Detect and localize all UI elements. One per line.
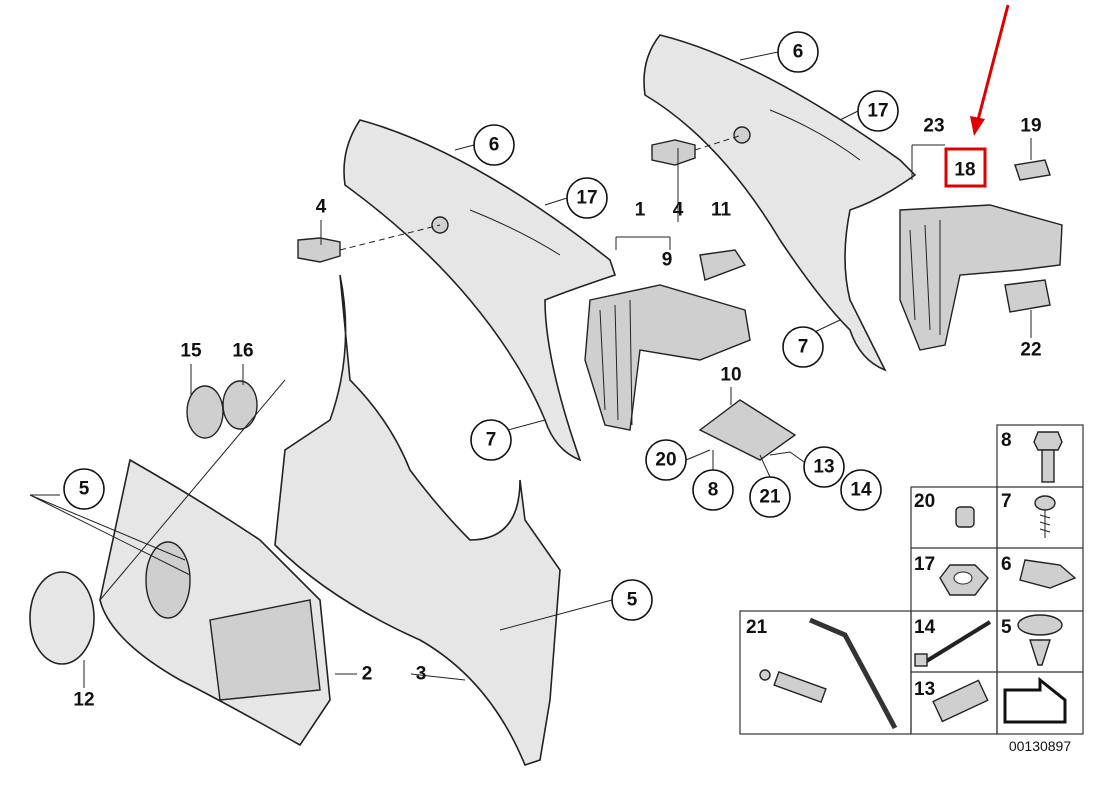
label-22: 22 [1020,340,1041,361]
callout-21: 21 [749,476,791,518]
label-12: 12 [73,690,94,711]
svg-text:6: 6 [1001,554,1012,575]
svg-text:5: 5 [79,479,90,500]
callout-20: 20 [645,439,687,481]
svg-text:21: 21 [759,487,781,508]
label-4-left: 4 [316,197,327,218]
svg-text:5: 5 [1001,617,1012,638]
svg-text:13: 13 [813,457,834,478]
callout-14: 14 [840,469,882,511]
diagram-id: 00130897 [1009,738,1072,754]
svg-text:18: 18 [954,160,975,181]
nut-icon [939,564,989,596]
label-10: 10 [720,365,741,386]
label-4-right: 4 [673,200,684,221]
label-11: 11 [711,200,732,221]
callout-7-right: 7 [782,326,824,368]
svg-text:17: 17 [576,188,597,209]
hardware-grid: 8 20 7 17 6 21 14 5 13 [739,424,1084,735]
label-23: 23 [923,116,944,137]
trim-panel-right [643,34,1063,372]
callout-17-right: 17 [857,90,899,132]
small-parts [29,134,1051,665]
spring-icon [759,669,827,704]
svg-text:7: 7 [798,337,809,358]
svg-text:17: 17 [914,554,935,575]
svg-text:5: 5 [627,590,638,611]
svg-text:20: 20 [655,450,676,471]
screw-icon [1034,495,1056,538]
label-9: 9 [662,250,673,271]
svg-text:17: 17 [867,101,888,122]
red-arrow-icon [970,4,1010,136]
svg-text:13: 13 [914,679,935,700]
callout-5-left: 5 [63,468,105,510]
callout-6-left: 6 [473,124,515,166]
svg-text:6: 6 [793,42,804,63]
side-panel-3 [274,274,561,766]
cap-icon [955,506,975,528]
label-2: 2 [362,664,373,685]
highlighted-label-18: 18 [944,147,987,188]
label-3: 3 [416,664,427,685]
arrow-box-icon [1003,676,1067,724]
callout-17-left: 17 [566,177,608,219]
callout-5-center: 5 [611,579,653,621]
label-19: 19 [1020,116,1041,137]
svg-text:8: 8 [708,480,719,501]
callout-6-right: 6 [777,31,819,73]
label-1: 1 [635,200,646,221]
callout-8: 8 [692,469,734,511]
bolt-icon [1033,431,1063,483]
svg-text:14: 14 [850,480,872,501]
callout-13: 13 [803,446,845,488]
label-15: 15 [180,341,202,362]
rod-icon [809,617,898,730]
spring-13-icon [932,679,989,723]
callout-7-left: 7 [470,419,512,461]
svg-text:14: 14 [914,617,936,638]
clip-icon [1019,559,1077,589]
svg-text:7: 7 [486,430,497,451]
pin-icon [914,620,992,667]
svg-text:6: 6 [489,135,500,156]
svg-text:7: 7 [1001,491,1012,512]
svg-text:20: 20 [914,491,935,512]
label-16: 16 [232,341,253,362]
svg-text:8: 8 [1001,430,1012,451]
trim-panel-left [343,119,751,462]
svg-text:21: 21 [746,617,768,638]
rivet-icon [1017,614,1063,666]
